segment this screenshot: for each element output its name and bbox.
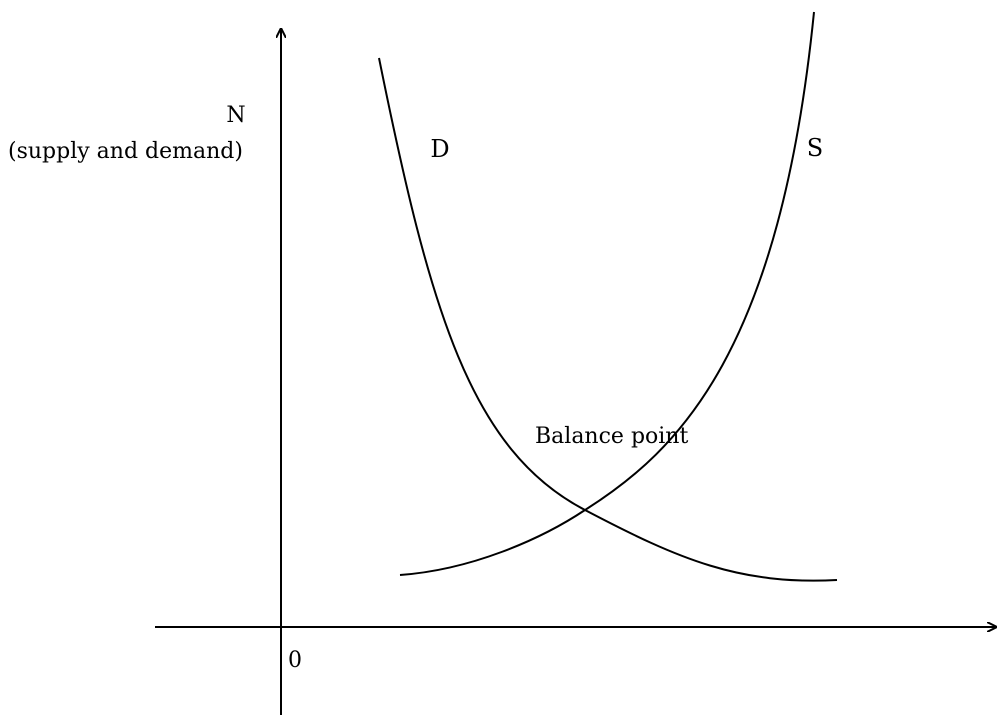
balance-point-annotation: Balance point — [535, 424, 688, 449]
demand-curve — [378, 57, 838, 582]
y-axis-description: (supply and demand) — [8, 139, 243, 164]
supply-curve — [399, 11, 815, 576]
origin-label: 0 — [288, 648, 302, 673]
y-axis-symbol: N — [226, 103, 245, 128]
supply-curve-label: S — [807, 134, 823, 162]
demand-curve-label: D — [430, 135, 449, 163]
